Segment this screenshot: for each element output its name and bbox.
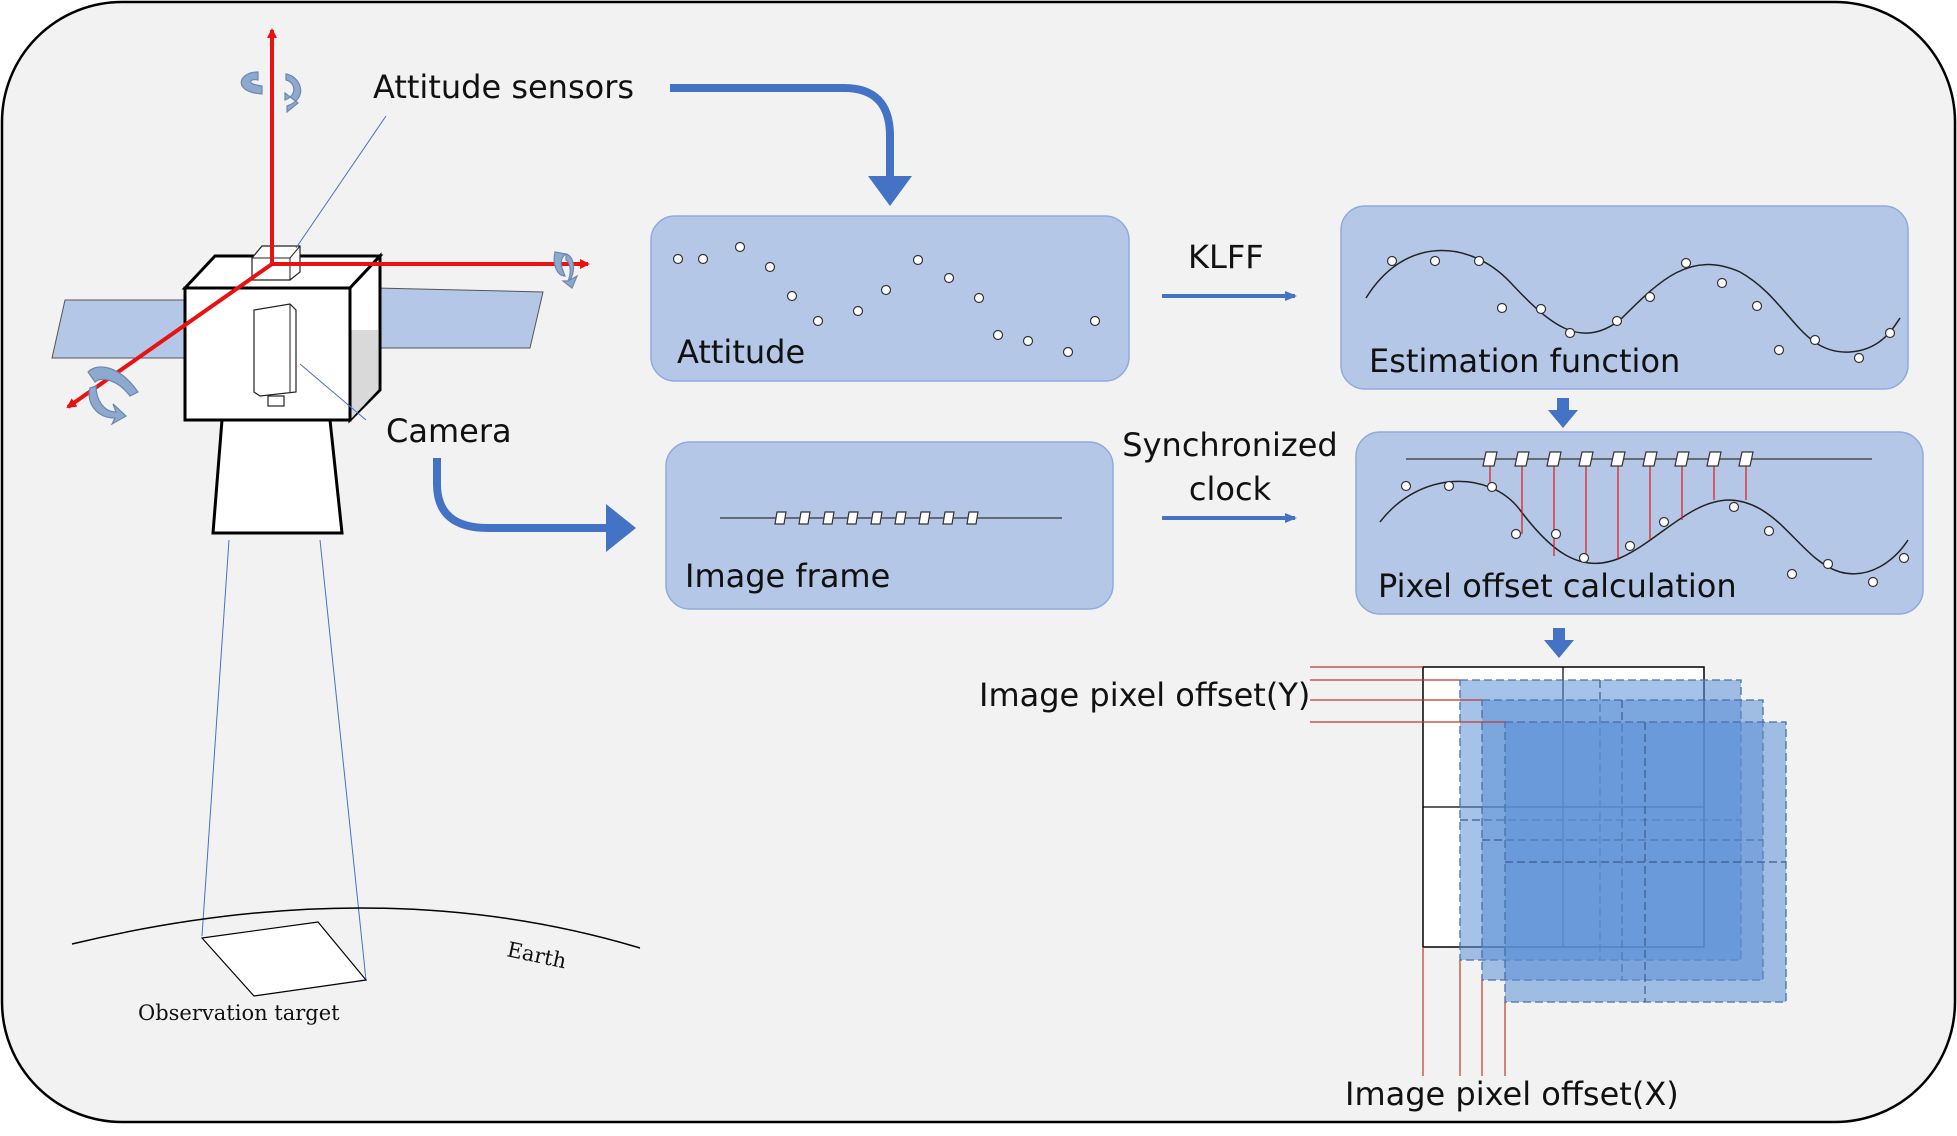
pixel-offset-calculation-box — [1355, 431, 1924, 615]
observation-target-patch — [200, 921, 368, 997]
x-offset-lines — [1422, 947, 1506, 1076]
image-frame-box — [665, 441, 1114, 610]
solar-panel-right — [359, 287, 544, 349]
sensor-to-attitude-arrow — [670, 84, 912, 206]
sync-frame-marks — [1482, 451, 1754, 467]
image-frame-lines — [774, 511, 979, 525]
camera-icon — [253, 303, 297, 407]
offset-image-grid — [1422, 666, 1787, 1003]
solar-panel-left — [51, 299, 186, 359]
down-arrow-1 — [1548, 398, 1578, 428]
sync-red-lines — [1489, 466, 1747, 560]
satellite-icon — [51, 245, 544, 535]
observation-target-label: Observation target — [138, 1001, 340, 1025]
earth-surface — [71, 907, 641, 949]
attitude-sensors-label: Attitude sensors — [373, 68, 634, 106]
rotation-arrow-icon — [87, 71, 579, 426]
pixel-offset-calculation-label: Pixel offset calculation — [1378, 567, 1737, 605]
attitude-label: Attitude — [677, 333, 805, 371]
estimation-function-label: Estimation function — [1369, 342, 1680, 380]
down-arrow-2 — [1544, 628, 1574, 658]
camera-label: Camera — [386, 412, 512, 450]
camera-to-frame-arrow — [433, 458, 636, 552]
klff-label: KLFF — [1188, 238, 1264, 276]
estimation-samples — [1386, 255, 1896, 364]
pixel-offset-x-label: Image pixel offset(X) — [1345, 1075, 1679, 1113]
sensor-leader-line — [295, 115, 387, 249]
image-frame-label: Image frame — [685, 557, 890, 595]
estimation-function-box — [1340, 205, 1909, 390]
pixel-offset-y-label: Image pixel offset(Y) — [979, 676, 1310, 714]
pixel-offset-samples — [1400, 480, 1910, 588]
attitude-samples — [672, 241, 1101, 358]
attitude-box — [650, 215, 1130, 382]
sync-clock-label-line1: Synchronized — [1122, 426, 1337, 464]
sync-clock-label-line2: clock — [1189, 470, 1272, 508]
y-offset-lines — [1310, 666, 1505, 723]
attitude-axes — [66, 28, 590, 409]
camera-leader-line — [299, 363, 367, 421]
